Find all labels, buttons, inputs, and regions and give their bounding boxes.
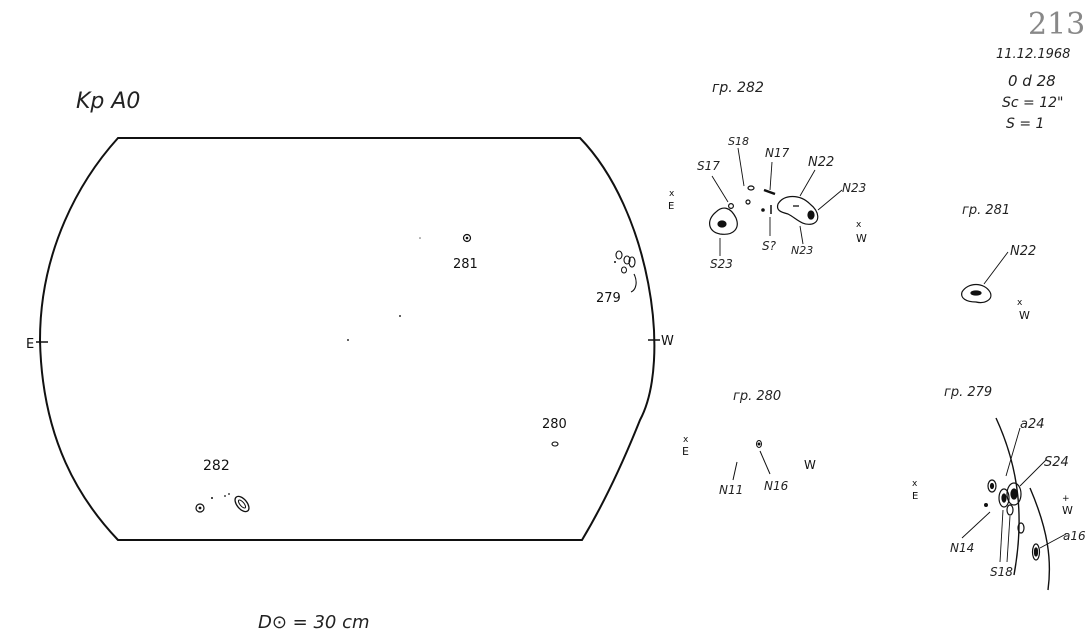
spot-280: [551, 441, 559, 447]
detail-282-east-mark: x: [669, 189, 675, 199]
spot-281-umbra: [465, 236, 469, 240]
detail-279-east: E: [912, 491, 918, 502]
detail-279-west-mark: +: [1062, 494, 1070, 504]
seeing-value: Sc = 12": [1002, 95, 1063, 111]
spot-group-282: [195, 493, 250, 513]
disk-dot: [347, 339, 349, 341]
detail-282-west-mark: x: [856, 220, 862, 230]
label-s-question: S?: [762, 239, 777, 253]
label-n22: N22: [808, 155, 834, 170]
group-282-label: 282: [203, 458, 230, 474]
label-n16: N16: [764, 479, 789, 493]
label-a24: a24: [1020, 417, 1045, 432]
disk-dot: [399, 315, 401, 317]
detail-280-west: W: [804, 458, 816, 472]
group-279-label: 279: [596, 291, 621, 306]
detail-280-east-mark: x: [683, 435, 689, 445]
group-281-label: 281: [453, 257, 478, 272]
disk-west-label: W: [661, 334, 674, 349]
detail-280-east: E: [682, 445, 689, 458]
label-s23: S23: [710, 257, 733, 271]
detail-280-spots: [732, 440, 771, 481]
label-n23-bottom: N23: [791, 244, 813, 257]
label-n23-top: N23: [842, 181, 866, 195]
group-280-label: 280: [542, 417, 567, 432]
label-n14: N14: [950, 541, 974, 555]
detail-282-west: W: [856, 232, 867, 245]
s-value: S = 1: [1006, 116, 1044, 132]
detail-281-label: N22: [1010, 244, 1036, 259]
observation-time: 0 d 28: [1008, 72, 1056, 90]
detail-281-west-mark: x: [1017, 298, 1023, 308]
detail-282-east: E: [668, 201, 674, 212]
detail-281-spot: [961, 251, 1009, 304]
label-s24: S24: [1044, 455, 1069, 470]
detail-281-title: гр. 281: [962, 203, 1010, 218]
detail-282-spots: [709, 147, 843, 256]
observer-label: Kp A0: [76, 89, 140, 114]
detail-281-west: W: [1019, 309, 1030, 322]
spot-group-279: [614, 250, 637, 293]
page-number: 213: [1028, 7, 1085, 42]
label-a16: a16: [1063, 529, 1086, 543]
detail-279-east-mark: x: [912, 479, 918, 489]
label-s17: S17: [697, 159, 720, 173]
detail-279-spots: [961, 417, 1067, 591]
label-n11: N11: [719, 483, 743, 497]
disk-dot: [419, 237, 421, 239]
solar-disk-outline: [38, 137, 656, 541]
observation-date: 11.12.1968: [996, 47, 1070, 62]
label-s18-279: S18: [990, 565, 1013, 579]
detail-282-title: гр. 282: [712, 80, 764, 96]
label-n17: N17: [765, 146, 790, 160]
detail-279-title: гр. 279: [944, 385, 992, 400]
disk-east-label: E: [26, 337, 34, 352]
detail-280-title: гр. 280: [733, 389, 781, 404]
label-s18: S18: [728, 135, 749, 148]
spot-281: [462, 233, 472, 243]
disk-diameter: D⊙ = 30 cm: [258, 612, 370, 633]
detail-279-west: W: [1062, 504, 1073, 517]
